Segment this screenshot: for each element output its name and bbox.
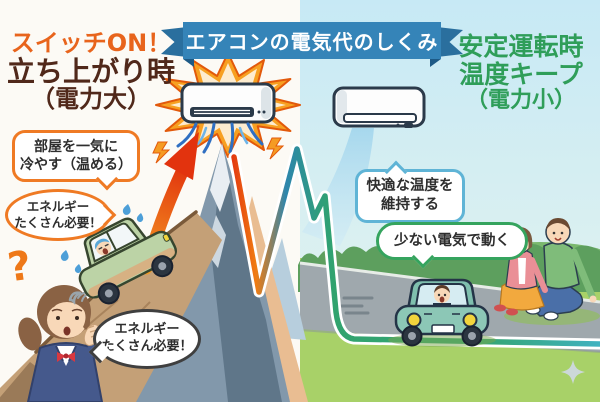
speech-bubble-room-cooling: 部屋を一気に 冷やす（温める） bbox=[12, 130, 140, 191]
right-title-stable: 安定運転時 bbox=[458, 32, 584, 61]
speech-bubble-comfort-temp: 快適な温度を 維持する bbox=[355, 160, 465, 223]
sparkle-icon bbox=[561, 360, 585, 384]
speech-bubble-energy-needed-bottom: エネルギー たくさん必要！ bbox=[88, 309, 201, 369]
bubble-energy-top-line2: たくさん必要！ bbox=[14, 215, 102, 230]
title-banner: エアコンの電気代のしくみ bbox=[183, 22, 441, 59]
bubble-comfort-line2: 維持する bbox=[381, 197, 439, 213]
left-title-power-large: （電力大） bbox=[31, 85, 151, 114]
exhaust-puff bbox=[68, 291, 82, 306]
power-line bbox=[228, 143, 600, 350]
cold-air-strokes bbox=[176, 122, 264, 154]
cruising-car bbox=[388, 278, 496, 347]
climbing-car bbox=[60, 204, 177, 306]
sweat-drops bbox=[60, 204, 144, 273]
lightning-icon bbox=[266, 137, 285, 160]
ribbon-right-fold bbox=[430, 59, 441, 67]
bubble-energy-bottom-line1: エネルギー bbox=[114, 322, 180, 338]
bubble-energy-top-line1: エネルギー bbox=[26, 198, 90, 214]
lightning-icon bbox=[152, 141, 171, 164]
left-section-title: スイッチON！ 立ち上がり時 （電力大） bbox=[2, 29, 180, 114]
bubble-energy-bottom-line2: たくさん必要！ bbox=[101, 339, 193, 354]
bubble-room-line1: 部屋を一気に bbox=[34, 138, 118, 155]
right-title-keep-temp: 温度キープ bbox=[459, 60, 583, 89]
right-title-power-small: （電力小） bbox=[465, 88, 576, 113]
ribbon-left-fold bbox=[183, 59, 194, 67]
banner-title: エアコンの電気代のしくみ bbox=[185, 30, 439, 54]
startup-ac-burst-icon bbox=[152, 52, 301, 164]
left-title-startup: 立ち上がり時 bbox=[6, 54, 175, 88]
speed-dashes bbox=[336, 296, 374, 315]
speech-bubble-low-power: 少ない電気で動く bbox=[376, 222, 528, 269]
speech-bubble-energy-needed-top: エネルギー たくさん必要！ bbox=[5, 189, 117, 241]
right-section-title: 安定運転時 温度キープ （電力小） bbox=[446, 33, 596, 114]
bubble-room-line2: 冷やす（温める） bbox=[20, 157, 132, 173]
bubble-low-power-text: 少ない電気で動く bbox=[394, 232, 510, 249]
left-title-switch-on: スイッチON！ bbox=[10, 29, 172, 57]
relaxing-couple bbox=[494, 218, 600, 325]
bubble-comfort-line1: 快適な温度を bbox=[366, 178, 454, 195]
